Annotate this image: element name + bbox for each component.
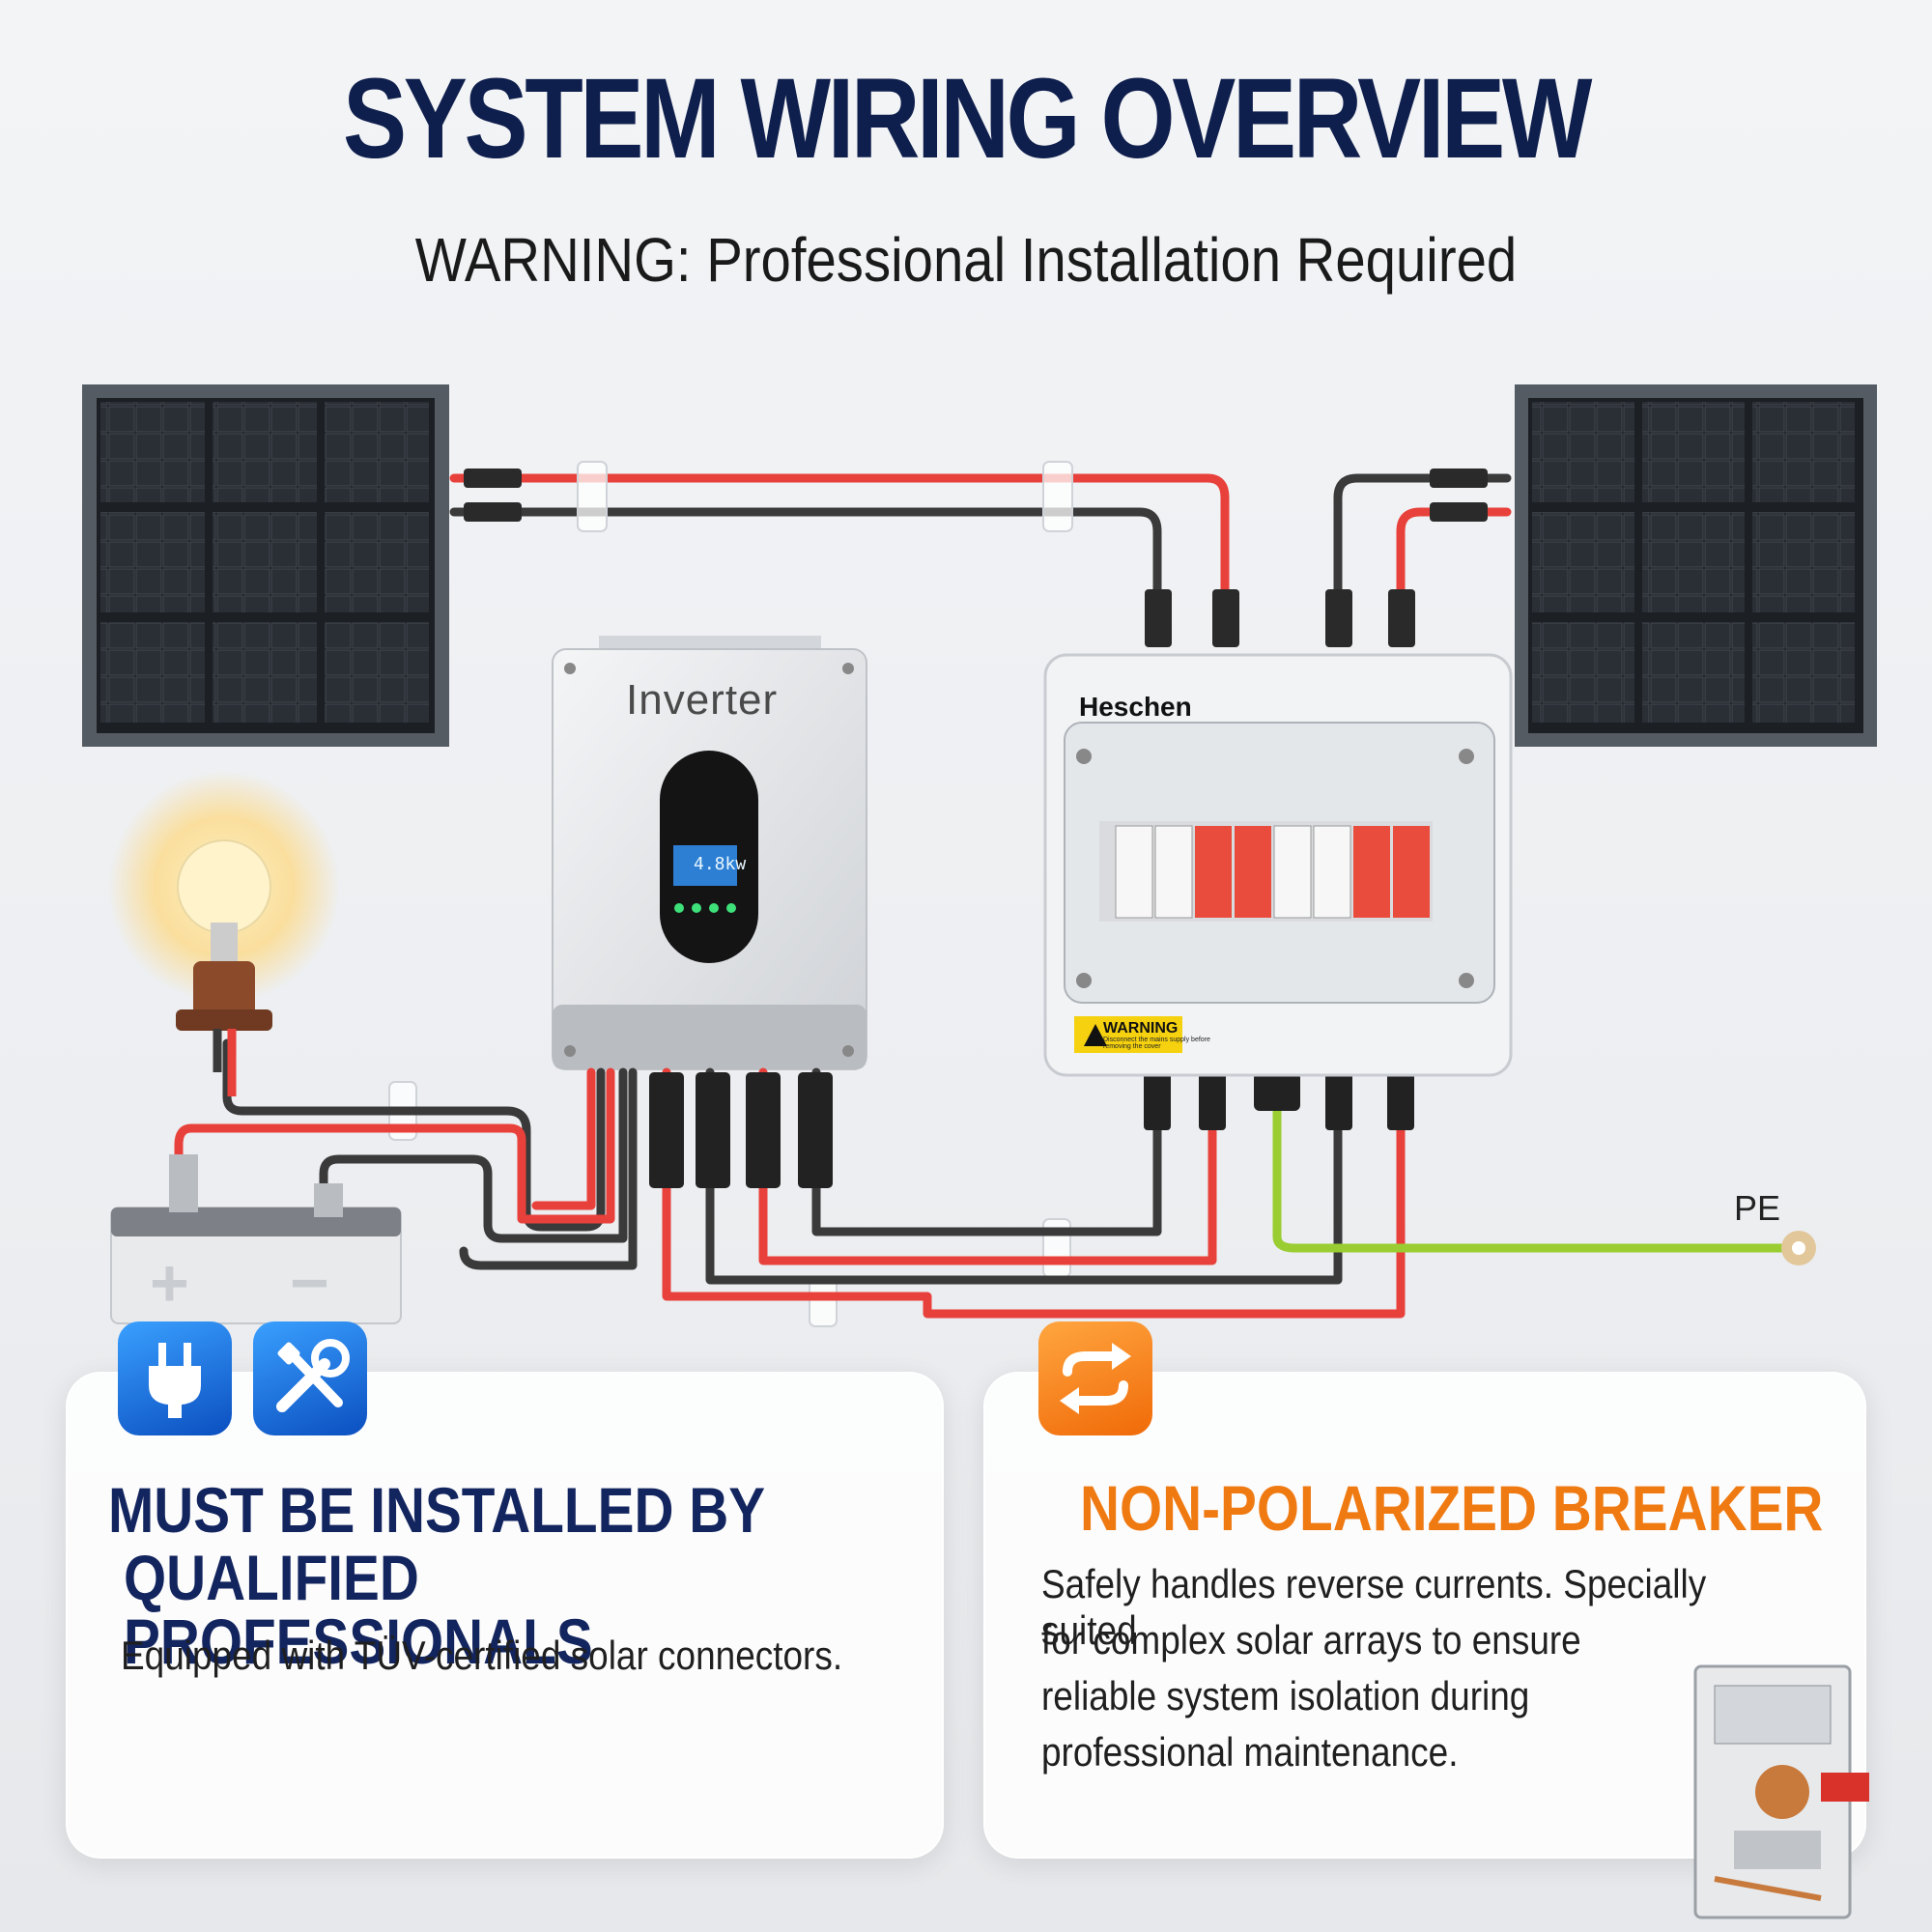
mc4-connectors-bottom	[649, 1072, 1414, 1188]
right-card-heading: NON-POLARIZED BREAKER	[1080, 1472, 1824, 1544]
page-subtitle: WARNING: Professional Installation Requi…	[414, 225, 1518, 295]
breaker-cutaway-illustration	[1693, 1664, 1869, 1919]
tools-icon	[253, 1321, 367, 1435]
ground-label: PE	[1734, 1188, 1781, 1228]
combiner-brand-label: Heschen	[1079, 692, 1192, 722]
combiner-warning-sub: Disconnect the mains supply before remov…	[1103, 1037, 1210, 1050]
inverter-wires	[174, 1038, 1787, 1319]
left-card-heading-line2: QUALIFIED PROFESSIONALS	[124, 1542, 593, 1677]
right-card-body-line4: professional maintenance.	[1041, 1729, 1459, 1775]
inverter-display: 4.8kw	[694, 854, 747, 874]
solar-panel-left	[82, 384, 449, 747]
right-card-body-line1: Safely handles reverse currents. Special…	[1041, 1561, 1707, 1653]
right-card-body-line3: reliable system isolation during	[1041, 1673, 1530, 1719]
inverter-label: Inverter	[626, 676, 779, 724]
pv-wires	[449, 473, 1512, 613]
light-bulb	[108, 771, 340, 1096]
ground-terminal	[1781, 1231, 1816, 1265]
swap-arrows-icon	[1038, 1321, 1152, 1435]
combiner-box	[1043, 653, 1513, 1077]
battery-positive-label: +	[150, 1245, 189, 1321]
info-card-installation	[66, 1372, 944, 1859]
right-card-body-line2: for complex solar arrays to ensure	[1041, 1617, 1581, 1662]
page-title: SYSTEM WIRING OVERVIEW	[342, 55, 1592, 183]
battery	[110, 1154, 402, 1324]
inverter-unit	[552, 636, 867, 1070]
combiner-warning-label: WARNING	[1103, 1020, 1179, 1037]
plug-icon	[118, 1321, 232, 1435]
left-card-body: Equipped with TÜV-certified solar connec…	[121, 1633, 843, 1678]
battery-negative-label: −	[290, 1245, 329, 1321]
mc4-connectors-top	[464, 469, 1488, 647]
solar-panel-right	[1515, 384, 1877, 747]
left-card-heading-line1: MUST BE INSTALLED BY	[108, 1474, 766, 1546]
breaker-modules	[1115, 825, 1430, 919]
